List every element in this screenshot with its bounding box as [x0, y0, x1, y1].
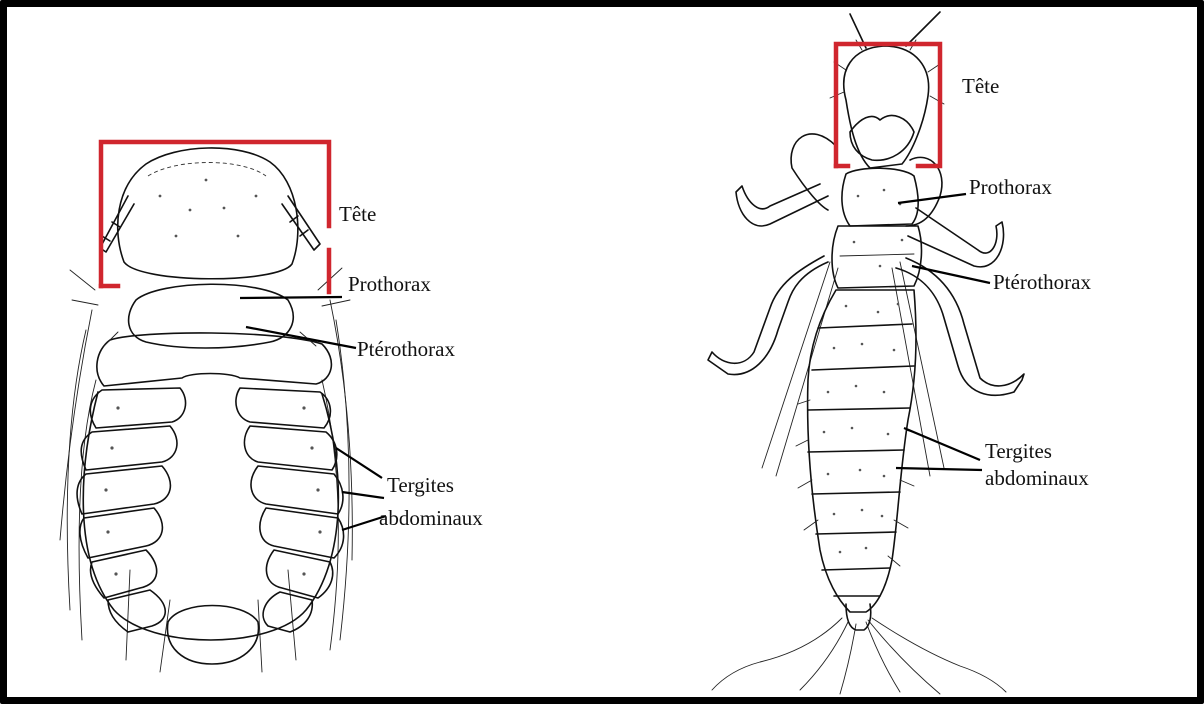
- right-legs: [708, 134, 1024, 395]
- left-head-label: Tête: [339, 202, 376, 226]
- right-pointer-lines: [896, 194, 990, 470]
- right-head-highlight-box: [836, 44, 940, 166]
- right-head-label: Tête: [962, 74, 999, 98]
- right-pterothorax-label: Ptérothorax: [993, 270, 1091, 294]
- left-tergites-label-line2: abdominaux: [379, 506, 483, 530]
- right-head-capsule: [844, 46, 929, 168]
- left-pterothorax: [97, 333, 332, 386]
- left-prothorax-label: Prothorax: [348, 272, 431, 296]
- left-antennae: [100, 196, 320, 252]
- left-tergites-label-line1: Tergites: [387, 473, 454, 497]
- left-specimen-drawing: [60, 148, 352, 672]
- left-terminal-segment: [167, 606, 258, 665]
- left-head-capsule: [118, 148, 298, 279]
- left-setae: [60, 268, 352, 672]
- right-tergites-label-line1: Tergites: [985, 439, 1052, 463]
- left-abdomen-right-tergites: [236, 388, 344, 632]
- right-abdomen-stipple: [823, 189, 904, 554]
- left-abdomen-dots: [104, 406, 321, 575]
- left-abdomen-left-tergites: [77, 388, 185, 632]
- right-prothorax: [842, 168, 918, 226]
- right-abdominal-tergites: [808, 324, 914, 596]
- left-pointer-lines: [240, 297, 386, 530]
- right-tergites-label-line2: abdominaux: [985, 466, 1089, 490]
- left-head-dots: [159, 179, 258, 238]
- left-pterothorax-label: Ptérothorax: [357, 337, 455, 361]
- right-prothorax-label: Prothorax: [969, 175, 1052, 199]
- right-specimen-drawing: [708, 12, 1024, 694]
- left-prothorax: [129, 284, 294, 348]
